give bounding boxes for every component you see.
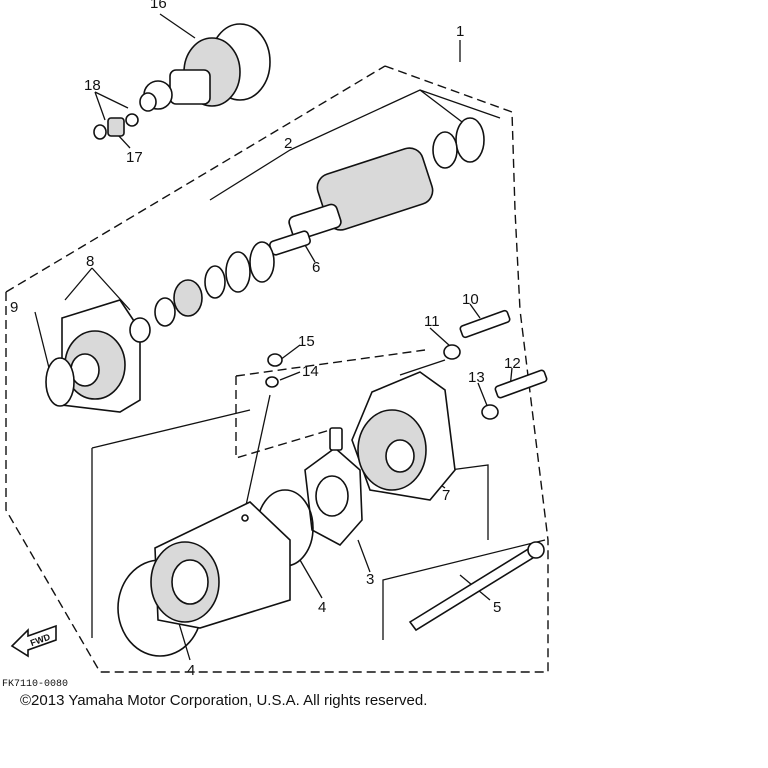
callout-13: 13 xyxy=(468,369,485,386)
callout-18: 18 xyxy=(84,77,101,94)
fwd-arrow-icon: FWD xyxy=(10,624,57,658)
callout-4-inner: 4 xyxy=(318,599,326,616)
callout-3: 3 xyxy=(366,571,374,588)
leader-lines xyxy=(34,13,546,661)
callout-8: 8 xyxy=(86,253,94,270)
callout-10: 10 xyxy=(462,291,479,308)
sub-boundary-dashed xyxy=(235,349,426,459)
callout-4-outer: 4 xyxy=(187,662,195,679)
part-16-drive-gear xyxy=(139,23,271,112)
callout-5: 5 xyxy=(493,599,501,616)
callout-12: 12 xyxy=(504,355,521,372)
part-8-9-front-cover xyxy=(45,299,151,413)
callout-14: 14 xyxy=(302,363,319,380)
part-yoke-housing xyxy=(150,501,291,629)
callout-7: 7 xyxy=(442,487,450,504)
callout-1: 1 xyxy=(456,23,464,40)
callout-11: 11 xyxy=(424,313,440,330)
part-7-rear-cover xyxy=(351,371,456,501)
part-3-brush-plate xyxy=(304,427,363,547)
assembly-boundary-dashed xyxy=(5,65,549,673)
callout-15: 15 xyxy=(298,333,315,350)
part-10-15-hardware xyxy=(265,309,548,420)
figure-code: FK7110-0080 xyxy=(2,679,68,690)
callout-6: 6 xyxy=(312,259,320,276)
copyright-notice: ©2013 Yamaha Motor Corporation, U.S.A. A… xyxy=(20,692,428,709)
callout-16: 16 xyxy=(150,0,167,12)
callout-17: 17 xyxy=(126,149,143,166)
callout-2: 2 xyxy=(284,135,292,152)
callout-9: 9 xyxy=(10,299,18,316)
part-2-armature xyxy=(154,117,485,327)
part-17-18-spring-washers xyxy=(93,113,139,140)
part-5-through-bolt xyxy=(408,541,545,632)
